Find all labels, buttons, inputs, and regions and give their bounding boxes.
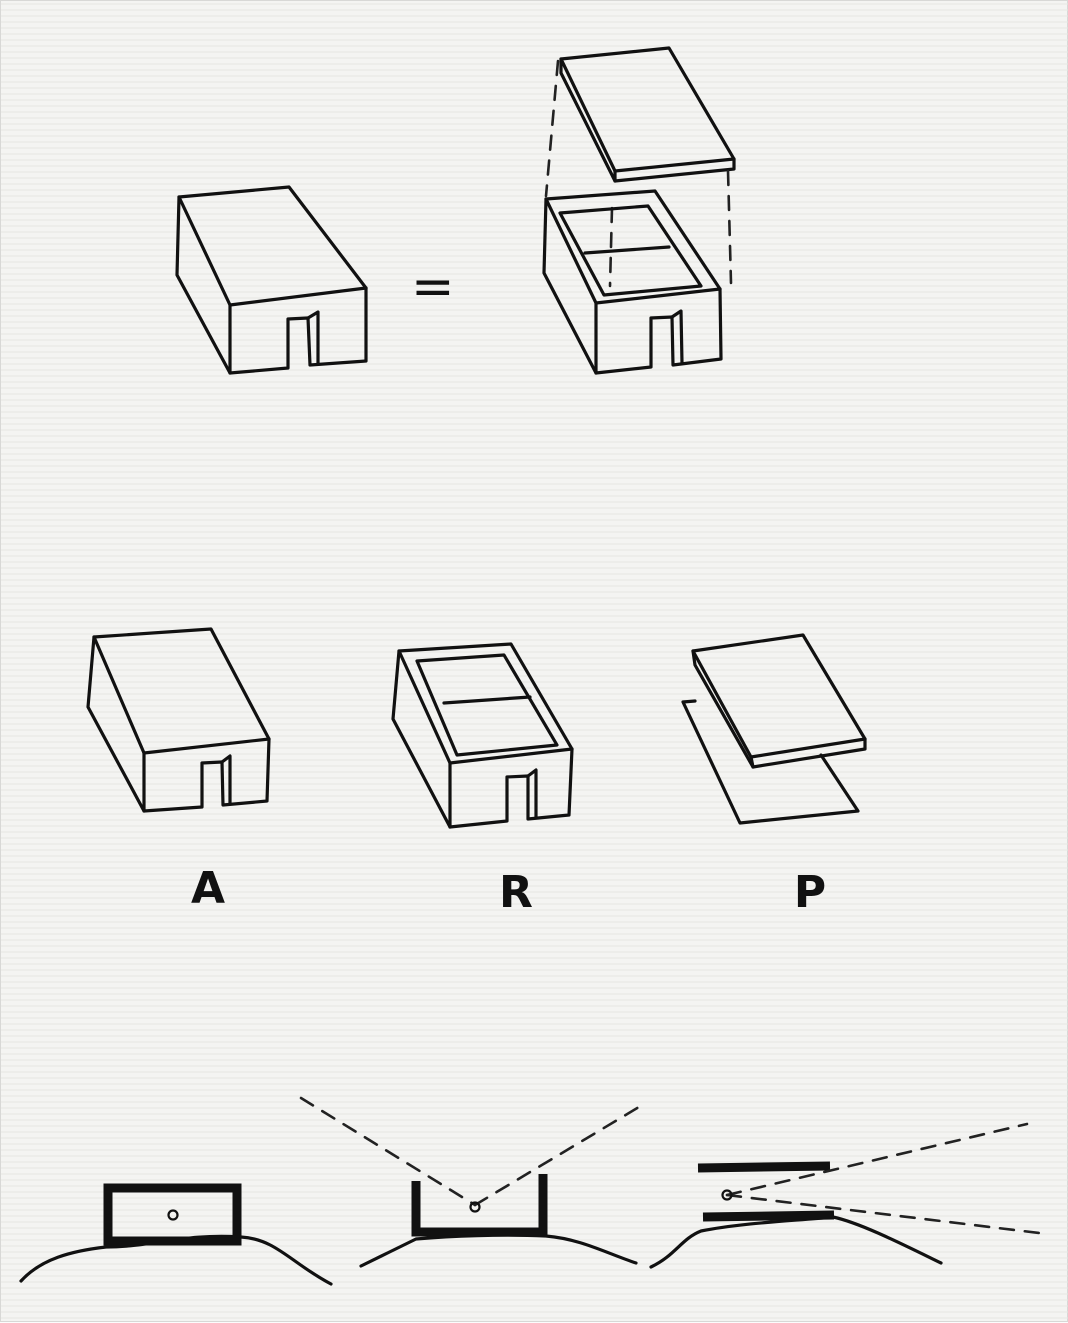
label-p: P: [794, 867, 826, 918]
label-r: R: [499, 867, 533, 918]
label-a: A: [191, 863, 225, 914]
equals-sign: =: [411, 257, 455, 317]
